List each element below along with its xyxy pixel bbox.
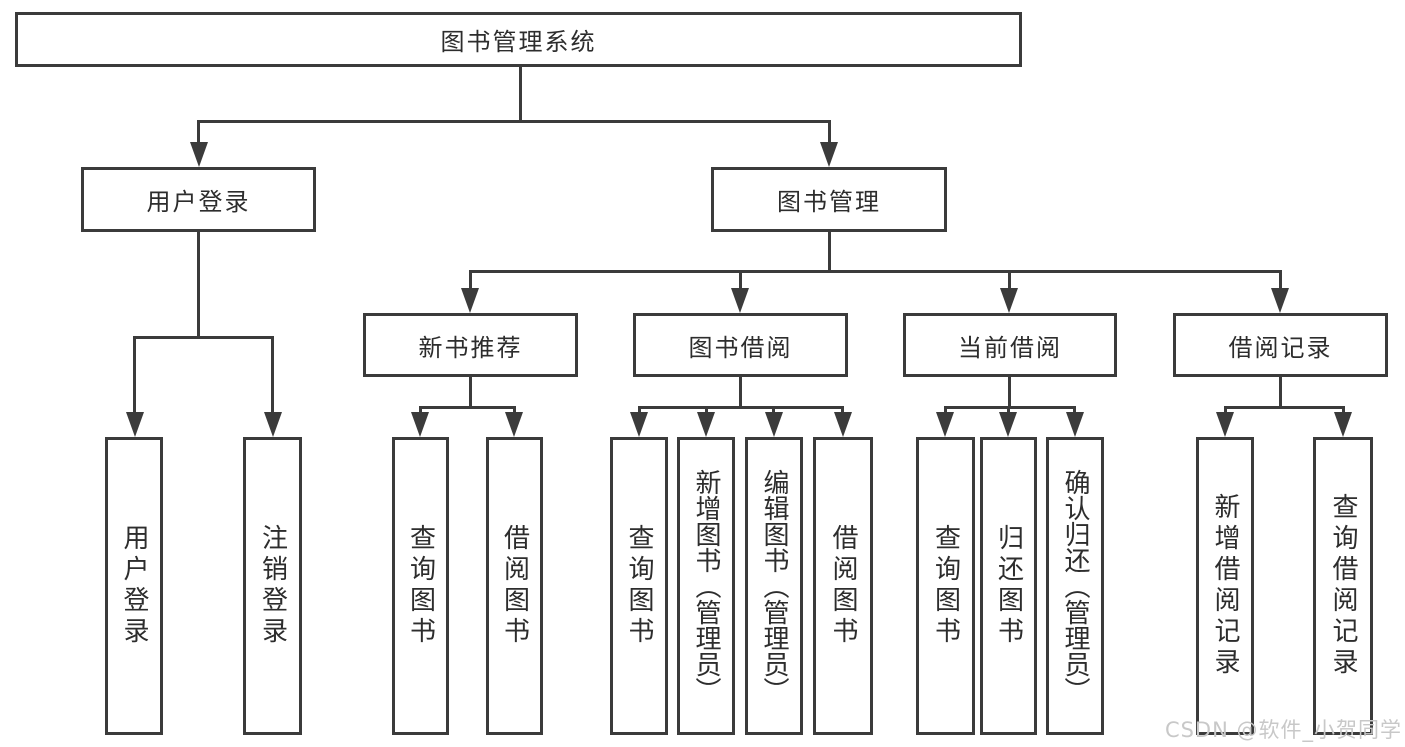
connector-line: [828, 120, 831, 145]
node-bb-add-books-admin-label: 新增图书（管理员）: [691, 469, 721, 703]
node-user-login-label: 用户登录: [146, 188, 251, 216]
node-book-management-label: 图书管理: [777, 188, 881, 216]
node-book-management: 图书管理: [711, 167, 947, 232]
connector-line: [419, 406, 422, 414]
node-root: 图书管理系统: [15, 12, 1022, 67]
node-cb-query-books-label: 查询图书: [930, 524, 961, 648]
node-cb-confirm-return-admin: 确认归还（管理员）: [1046, 437, 1104, 735]
connector-line: [1224, 406, 1227, 414]
connector-line: [739, 270, 742, 290]
connector-line: [197, 230, 200, 336]
arrow-down-icon: [505, 412, 523, 437]
arrow-down-icon: [264, 412, 282, 437]
connector-line: [133, 336, 274, 339]
connector-line: [469, 270, 1282, 273]
node-ul-logout: 注销登录: [243, 437, 302, 735]
node-nb-borrow-books: 借阅图书: [486, 437, 543, 735]
arrow-down-icon: [834, 412, 852, 437]
node-nb-query-books-label: 查询图书: [405, 524, 436, 648]
connector-line: [1007, 406, 1010, 414]
arrow-down-icon: [1066, 412, 1084, 437]
connector-line: [1342, 406, 1345, 414]
connector-line: [197, 120, 831, 123]
connector-line: [469, 374, 472, 406]
connector-line: [944, 406, 947, 414]
node-root-label: 图书管理系统: [440, 28, 597, 56]
node-br-add-record-label: 新增借阅记录: [1210, 493, 1240, 679]
node-bb-edit-books-admin: 编辑图书（管理员）: [745, 437, 803, 735]
node-bb-query-books-label: 查询图书: [624, 524, 654, 648]
node-br-query-record: 查询借阅记录: [1313, 437, 1373, 735]
node-borrow-records-label: 借阅记录: [1228, 333, 1333, 362]
arrow-down-icon: [630, 412, 648, 437]
connector-line: [197, 120, 200, 145]
connector-line: [469, 270, 472, 290]
arrow-down-icon: [765, 412, 783, 437]
node-user-login: 用户登录: [81, 167, 316, 232]
arrow-down-icon: [936, 412, 954, 437]
node-book-borrow-label: 图书借阅: [688, 333, 793, 362]
connector-line: [1073, 406, 1076, 414]
node-bb-add-books-admin: 新增图书（管理员）: [677, 437, 735, 735]
node-cb-query-books: 查询图书: [916, 437, 975, 735]
node-new-book-recommend: 新书推荐: [363, 313, 578, 377]
node-ul-logout-label: 注销登录: [257, 524, 288, 648]
node-ul-user-login: 用户登录: [105, 437, 163, 735]
connector-line: [828, 230, 831, 270]
arrow-down-icon: [1334, 412, 1352, 437]
arrow-down-icon: [697, 412, 715, 437]
arrow-down-icon: [411, 412, 429, 437]
connector-line: [1279, 270, 1282, 290]
arrow-down-icon: [731, 288, 749, 313]
watermark: CSDN @软件_小贺同学: [1164, 718, 1402, 742]
node-ul-user-login-label: 用户登录: [119, 524, 149, 648]
arrow-down-icon: [1000, 288, 1018, 313]
node-nb-query-books: 查询图书: [392, 437, 449, 735]
connector-line: [133, 336, 136, 414]
node-bb-borrow-books-label: 借阅图书: [828, 524, 858, 648]
node-nb-borrow-books-label: 借阅图书: [499, 524, 530, 648]
node-current-borrow: 当前借阅: [903, 313, 1117, 377]
connector-line: [944, 406, 1076, 409]
node-bb-query-books: 查询图书: [610, 437, 668, 735]
connector-line: [638, 406, 844, 409]
node-cb-return-books: 归还图书: [980, 437, 1037, 735]
connector-line: [772, 406, 775, 414]
arrow-down-icon: [1271, 288, 1289, 313]
connector-line: [841, 406, 844, 414]
connector-line: [419, 406, 516, 409]
connector-line: [519, 65, 522, 120]
connector-line: [1008, 270, 1011, 290]
connector-line: [271, 336, 274, 414]
node-br-query-record-label: 查询借阅记录: [1328, 493, 1358, 679]
connector-line: [705, 406, 708, 414]
node-bb-borrow-books: 借阅图书: [813, 437, 873, 735]
connector-line: [1224, 406, 1344, 409]
arrow-down-icon: [190, 142, 208, 167]
arrow-down-icon: [999, 412, 1017, 437]
node-borrow-records: 借阅记录: [1173, 313, 1388, 377]
arrow-down-icon: [1216, 412, 1234, 437]
node-current-borrow-label: 当前借阅: [958, 333, 1062, 362]
connector-line: [1279, 374, 1282, 406]
connector-line: [638, 406, 641, 414]
node-new-book-recommend-label: 新书推荐: [418, 333, 523, 362]
connector-line: [513, 406, 516, 414]
node-cb-return-books-label: 归还图书: [993, 524, 1024, 648]
node-br-add-record: 新增借阅记录: [1196, 437, 1254, 735]
arrow-down-icon: [126, 412, 144, 437]
arrow-down-icon: [461, 288, 479, 313]
arrow-down-icon: [820, 142, 838, 167]
node-cb-confirm-return-admin-label: 确认归还（管理员）: [1060, 469, 1090, 703]
node-book-borrow: 图书借阅: [633, 313, 848, 377]
connector-line: [1008, 374, 1011, 406]
node-bb-edit-books-admin-label: 编辑图书（管理员）: [759, 469, 789, 703]
connector-line: [739, 374, 742, 406]
